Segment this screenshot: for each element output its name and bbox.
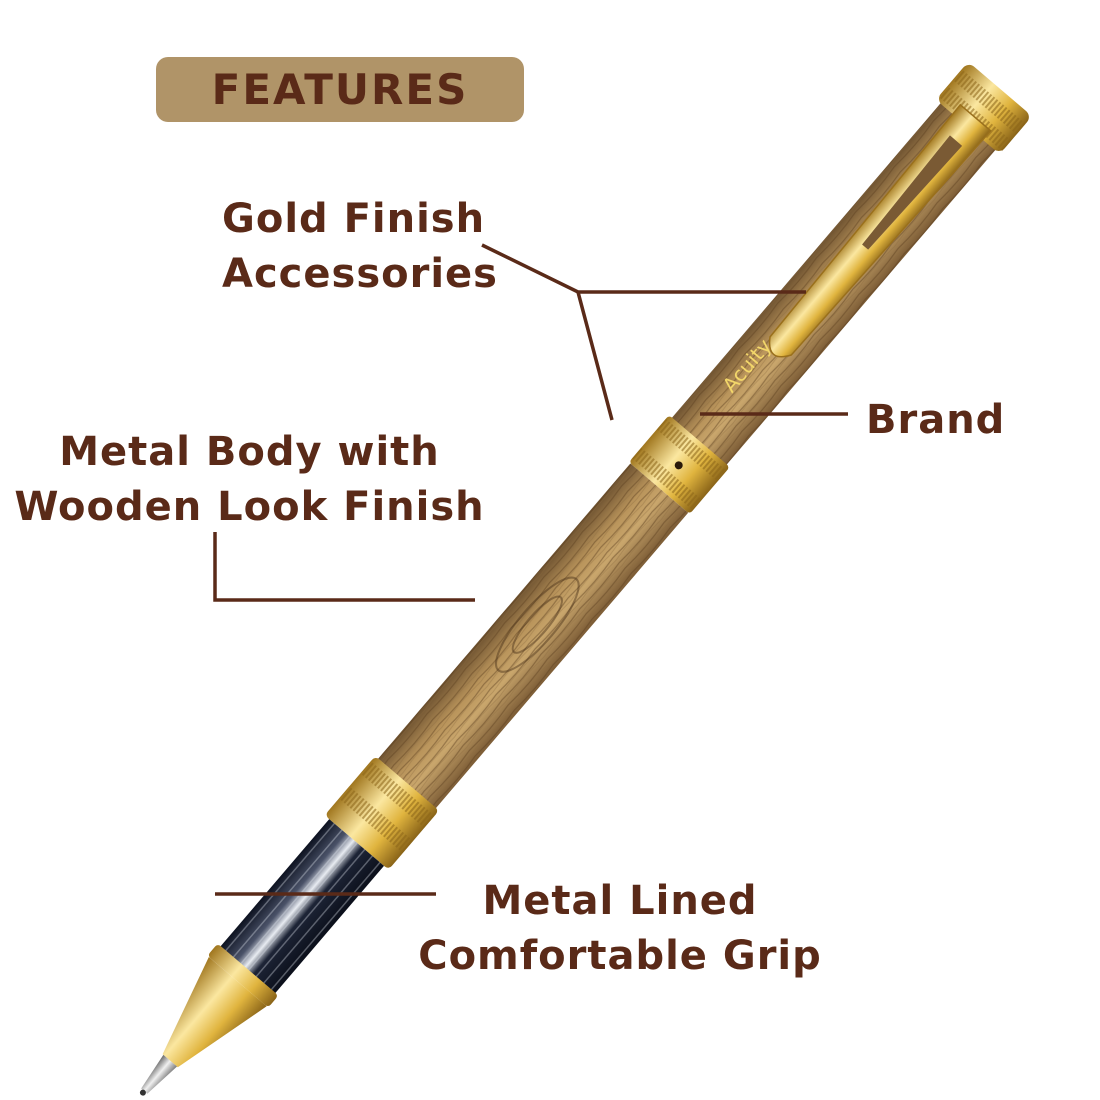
pen-clip [768,103,992,358]
center-band [630,416,729,513]
features-title: FEATURES [211,65,469,114]
callout-metal-body: Metal Body with Wooden Look Finish [12,425,487,535]
callout-gold-line2: Accessories [222,251,498,297]
pen-cone [139,945,277,1096]
lower-ring [326,757,438,868]
pen-grip [218,819,384,996]
callout-body-line1: Metal Body with [59,429,440,475]
leader-lines [213,243,848,896]
callout-gold-finish: Gold Finish Accessories [222,192,498,302]
callout-brand-line1: Brand [866,397,1006,443]
callout-brand: Brand [866,393,1005,448]
features-badge: FEATURES [156,57,524,122]
callout-grip-line1: Metal Lined [482,878,758,924]
leader-gold-band [576,291,614,421]
leader-body [213,532,475,602]
callout-body-line2: Wooden Look Finish [14,484,485,530]
callout-grip: Metal Lined Comfortable Grip [410,874,830,984]
leader-gold-clip [481,243,806,294]
pen: Acuity [139,64,1029,1096]
callout-grip-line2: Comfortable Grip [418,933,822,979]
callout-gold-line1: Gold Finish [222,196,486,242]
pen-barrel [377,463,689,810]
